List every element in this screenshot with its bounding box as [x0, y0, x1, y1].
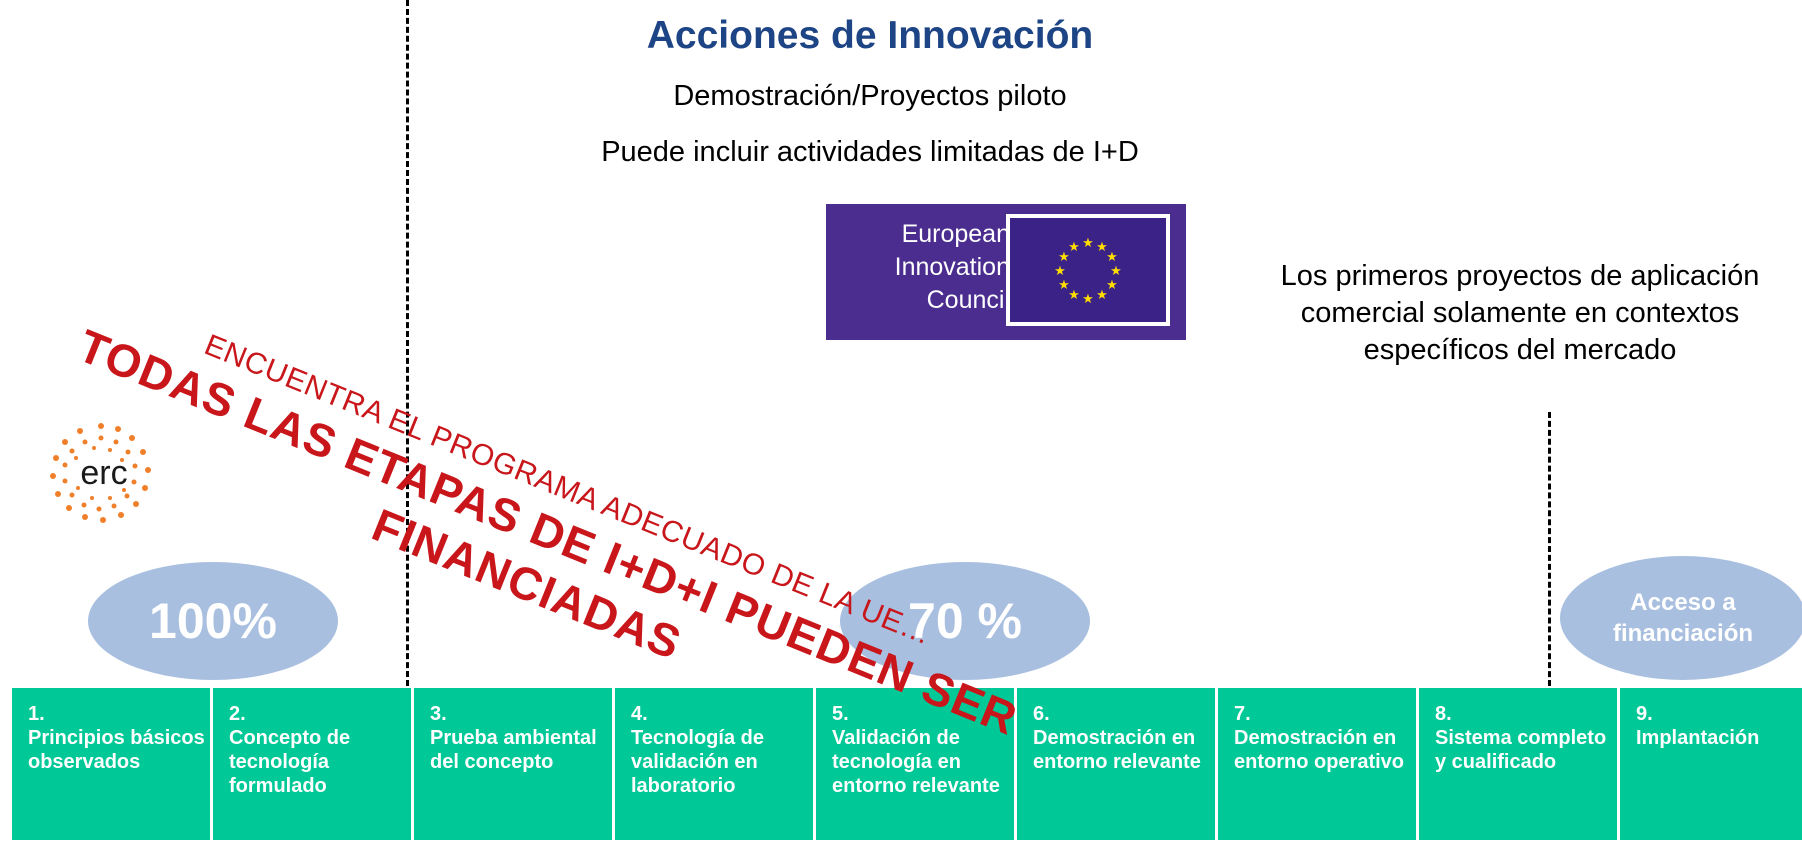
svg-text:★: ★	[1082, 236, 1094, 251]
trl-level-5: 5.Validación de tecnología en entorno re…	[816, 688, 1014, 840]
funding-access-line1: Acceso a	[1630, 589, 1736, 616]
svg-text:★: ★	[1106, 250, 1118, 265]
trl-number: 9.	[1636, 703, 1653, 725]
trl-number: 3.	[430, 703, 447, 725]
overlay-headline-line1: TODAS LAS ETAPAS DE I+D+I PUEDEN SER	[71, 319, 1025, 745]
eic-logo: European Innovation Council ★ ★ ★ ★ ★ ★ …	[826, 204, 1186, 340]
separator-line-right	[1548, 412, 1551, 686]
svg-text:★: ★	[1058, 250, 1070, 265]
trl-label: Demostración en entorno relevante	[1033, 727, 1201, 773]
trl-level-4: 4.Tecnología de validación en laboratori…	[615, 688, 813, 840]
trl-number: 2.	[229, 703, 246, 725]
eic-logo-text: European Innovation Council	[840, 218, 1010, 317]
erc-dots-icon: erc	[50, 423, 151, 523]
erc-logo: erc	[46, 418, 156, 528]
trl-label: Demostración en entorno operativo	[1234, 727, 1405, 773]
svg-text:★: ★	[1068, 288, 1080, 303]
subtitle-demo: Demostración/Proyectos piloto	[673, 80, 1067, 112]
trl-number: 7.	[1234, 703, 1251, 725]
trl-label: Prueba ambiental del concepto	[430, 727, 597, 773]
market-note-line3: específicos del mercado	[1363, 334, 1677, 366]
eu-flag-icon: ★ ★ ★ ★ ★ ★ ★ ★ ★ ★ ★ ★	[1006, 214, 1170, 326]
trl-level-8: 8.Sistema completo y cualificado	[1419, 688, 1617, 840]
svg-text:★: ★	[1068, 240, 1080, 255]
trl-levels-row: 1.Principios básicos observados 2.Concep…	[12, 688, 1802, 840]
eic-logo-line3: Council	[926, 286, 1010, 314]
eu-stars-icon: ★ ★ ★ ★ ★ ★ ★ ★ ★ ★ ★ ★	[1054, 236, 1122, 307]
funding-rate-70: 70 %	[840, 562, 1090, 680]
trl-label: Implantación	[1636, 727, 1760, 749]
market-note-line2: comercial solamente en contextos	[1300, 297, 1740, 329]
subtitle-rd: Puede incluir actividades limitadas de I…	[601, 136, 1139, 168]
funding-rate-100: 100%	[88, 562, 338, 680]
trl-number: 4.	[631, 703, 648, 725]
trl-level-1: 1.Principios básicos observados	[12, 688, 210, 840]
eic-logo-line1: European	[901, 220, 1010, 248]
funding-access-ellipse: Acceso a financiación	[1560, 556, 1802, 680]
svg-text:★: ★	[1096, 288, 1108, 303]
funding-access-line2: financiación	[1612, 620, 1754, 647]
trl-number: 8.	[1435, 703, 1452, 725]
trl-number: 1.	[28, 703, 45, 725]
trl-level-3: 3.Prueba ambiental del concepto	[414, 688, 612, 840]
eic-logo-line2: Innovation	[894, 253, 1010, 281]
trl-label: Concepto de tecnología formulado	[229, 727, 351, 797]
separator-line-left	[406, 0, 409, 686]
trl-level-7: 7.Demostración en entorno operativo	[1218, 688, 1416, 840]
svg-text:★: ★	[1106, 278, 1118, 293]
trl-level-2: 2.Concepto de tecnología formulado	[213, 688, 411, 840]
trl-number: 5.	[832, 703, 849, 725]
trl-level-6: 6.Demostración en entorno relevante	[1017, 688, 1215, 840]
market-context-note: Los primeros proyectos de aplicación com…	[1200, 258, 1802, 369]
svg-text:★: ★	[1096, 240, 1108, 255]
page-title: Acciones de Innovación	[646, 14, 1094, 57]
svg-text:★: ★	[1058, 278, 1070, 293]
svg-text:★: ★	[1082, 292, 1094, 307]
svg-text:★: ★	[1054, 264, 1066, 279]
trl-label: Validación de tecnología en entorno rele…	[832, 727, 1000, 797]
market-note-line1: Los primeros proyectos de aplicación	[1280, 260, 1760, 292]
svg-text:★: ★	[1110, 264, 1122, 279]
trl-level-9: 9.Implantación	[1620, 688, 1802, 840]
trl-label: Principios básicos observados	[28, 727, 205, 773]
trl-label: Tecnología de validación en laboratorio	[631, 727, 764, 797]
erc-logo-text: erc	[80, 454, 127, 492]
trl-label: Sistema completo y cualificado	[1435, 727, 1607, 773]
trl-number: 6.	[1033, 703, 1050, 725]
